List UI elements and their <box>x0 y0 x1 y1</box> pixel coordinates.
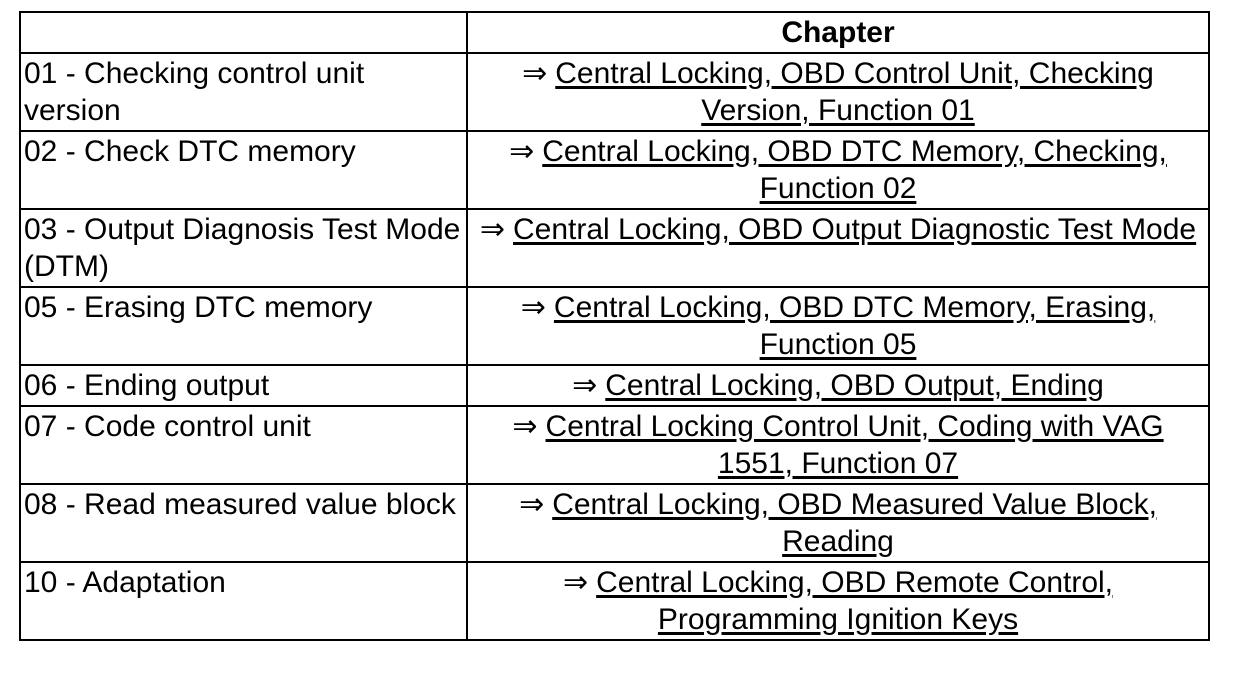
table-header-row: Chapter <box>19 11 1210 54</box>
header-function <box>19 11 468 54</box>
chapter-cell: ⇒Central Locking, OBD Output Diagnostic … <box>466 208 1210 288</box>
function-chapter-table: Chapter 01 - Checking control unit versi… <box>19 11 1210 641</box>
chapter-cell: ⇒Central Locking, OBD DTC Memory, Erasin… <box>466 286 1210 366</box>
chapter-link[interactable]: Central Locking, OBD Control Unit, Check… <box>555 57 1154 127</box>
arrow-icon: ⇒ <box>522 57 548 90</box>
arrow-icon: ⇒ <box>519 488 545 521</box>
chapter-link[interactable]: Central Locking, OBD Output Diagnostic T… <box>513 213 1197 246</box>
function-cell: 03 - Output Diagnosis Test Mode (DTM) <box>19 208 468 288</box>
header-chapter: Chapter <box>466 11 1210 54</box>
arrow-icon: ⇒ <box>520 291 546 324</box>
chapter-link[interactable]: Central Locking, OBD DTC Memory, Checkin… <box>542 135 1167 205</box>
table-row: 05 - Erasing DTC memory ⇒Central Locking… <box>19 286 1210 366</box>
function-cell: 06 - Ending output <box>19 364 468 407</box>
table-row: 06 - Ending output ⇒Central Locking, OBD… <box>19 364 1210 407</box>
table-row: 03 - Output Diagnosis Test Mode (DTM) ⇒C… <box>19 208 1210 288</box>
table-row: 10 - Adaptation ⇒Central Locking, OBD Re… <box>19 561 1210 641</box>
function-cell: 07 - Code control unit <box>19 405 468 485</box>
chapter-link[interactable]: Central Locking Control Unit, Coding wit… <box>545 410 1164 480</box>
function-cell: 08 - Read measured value block <box>19 483 468 563</box>
chapter-cell: ⇒Central Locking, OBD Output, Ending <box>466 364 1210 407</box>
function-cell: 05 - Erasing DTC memory <box>19 286 468 366</box>
chapter-link[interactable]: Central Locking, OBD Output, Ending <box>605 369 1104 402</box>
function-cell: 01 - Checking control unit version <box>19 52 468 132</box>
chapter-link[interactable]: Central Locking, OBD DTC Memory, Erasing… <box>553 291 1156 361</box>
chapter-cell: ⇒Central Locking, OBD Control Unit, Chec… <box>466 52 1210 132</box>
table-row: 07 - Code control unit ⇒Central Locking … <box>19 405 1210 485</box>
table-row: 08 - Read measured value block ⇒Central … <box>19 483 1210 563</box>
arrow-icon: ⇒ <box>479 213 505 246</box>
function-cell: 10 - Adaptation <box>19 561 468 641</box>
arrow-icon: ⇒ <box>562 566 589 599</box>
chapter-link[interactable]: Central Locking, OBD Remote Control, Pro… <box>596 566 1114 636</box>
chapter-cell: ⇒Central Locking, OBD Remote Control, Pr… <box>466 561 1210 641</box>
arrow-icon: ⇒ <box>572 369 598 402</box>
chapter-cell: ⇒Central Locking, OBD DTC Memory, Checki… <box>466 130 1210 210</box>
arrow-icon: ⇒ <box>512 410 538 443</box>
function-cell: 02 - Check DTC memory <box>19 130 468 210</box>
chapter-cell: ⇒Central Locking Control Unit, Coding wi… <box>466 405 1210 485</box>
chapter-link[interactable]: Central Locking, OBD Measured Value Bloc… <box>552 488 1157 558</box>
chapter-cell: ⇒Central Locking, OBD Measured Value Blo… <box>466 483 1210 563</box>
arrow-icon: ⇒ <box>509 135 535 168</box>
table-row: 01 - Checking control unit version ⇒Cent… <box>19 52 1210 132</box>
table-row: 02 - Check DTC memory ⇒Central Locking, … <box>19 130 1210 210</box>
